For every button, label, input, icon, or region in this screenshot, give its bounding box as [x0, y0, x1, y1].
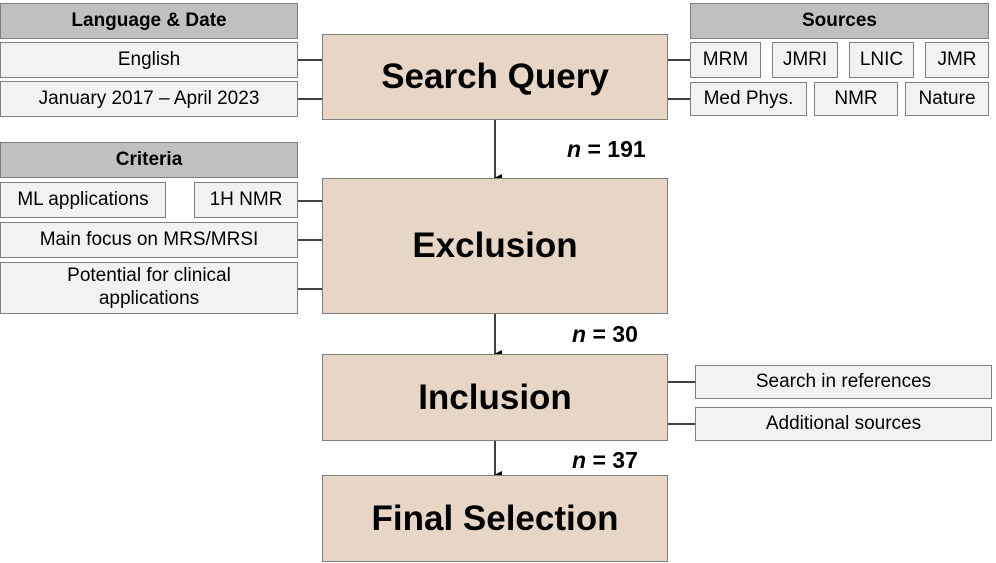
stage-final-selection: Final Selection — [322, 475, 668, 562]
source-nmr: NMR — [814, 82, 898, 116]
source-mrm: MRM — [690, 42, 761, 78]
date-range: January 2017 – April 2023 — [0, 81, 298, 117]
inclusion-additional-sources: Additional sources — [695, 407, 992, 441]
language-english: English — [0, 42, 298, 78]
n-symbol: n — [567, 136, 582, 162]
criteria-clinical-label: Potential for clinical applications — [67, 265, 231, 309]
count-value-191: = 191 — [587, 136, 646, 162]
n-symbol: n — [572, 321, 587, 347]
source-jmr: JMR — [925, 42, 989, 78]
inclusion-search-references: Search in references — [695, 365, 992, 399]
criteria-1h-nmr: 1H NMR — [194, 182, 298, 218]
count-value-30: = 30 — [592, 321, 638, 347]
source-lnic: LNIC — [849, 42, 914, 78]
language-date-header: Language & Date — [0, 3, 298, 39]
source-nature: Nature — [905, 82, 989, 116]
criteria-clinical-potential: Potential for clinical applications — [0, 262, 298, 314]
count-value-37: = 37 — [592, 447, 638, 473]
stage-exclusion: Exclusion — [322, 178, 668, 314]
stage-search-query: Search Query — [322, 34, 668, 120]
n-symbol: n — [572, 447, 587, 473]
count-after-inclusion: n = 37 — [572, 447, 638, 474]
criteria-main-focus: Main focus on MRS/MRSI — [0, 222, 298, 258]
count-after-exclusion: n = 30 — [572, 321, 638, 348]
source-med-phys: Med Phys. — [690, 82, 807, 116]
criteria-header: Criteria — [0, 142, 298, 178]
count-after-search: n = 191 — [567, 136, 646, 163]
stage-inclusion: Inclusion — [322, 354, 668, 441]
sources-header: Sources — [690, 3, 989, 39]
criteria-ml-applications: ML applications — [0, 182, 166, 218]
source-jmri: JMRI — [772, 42, 838, 78]
